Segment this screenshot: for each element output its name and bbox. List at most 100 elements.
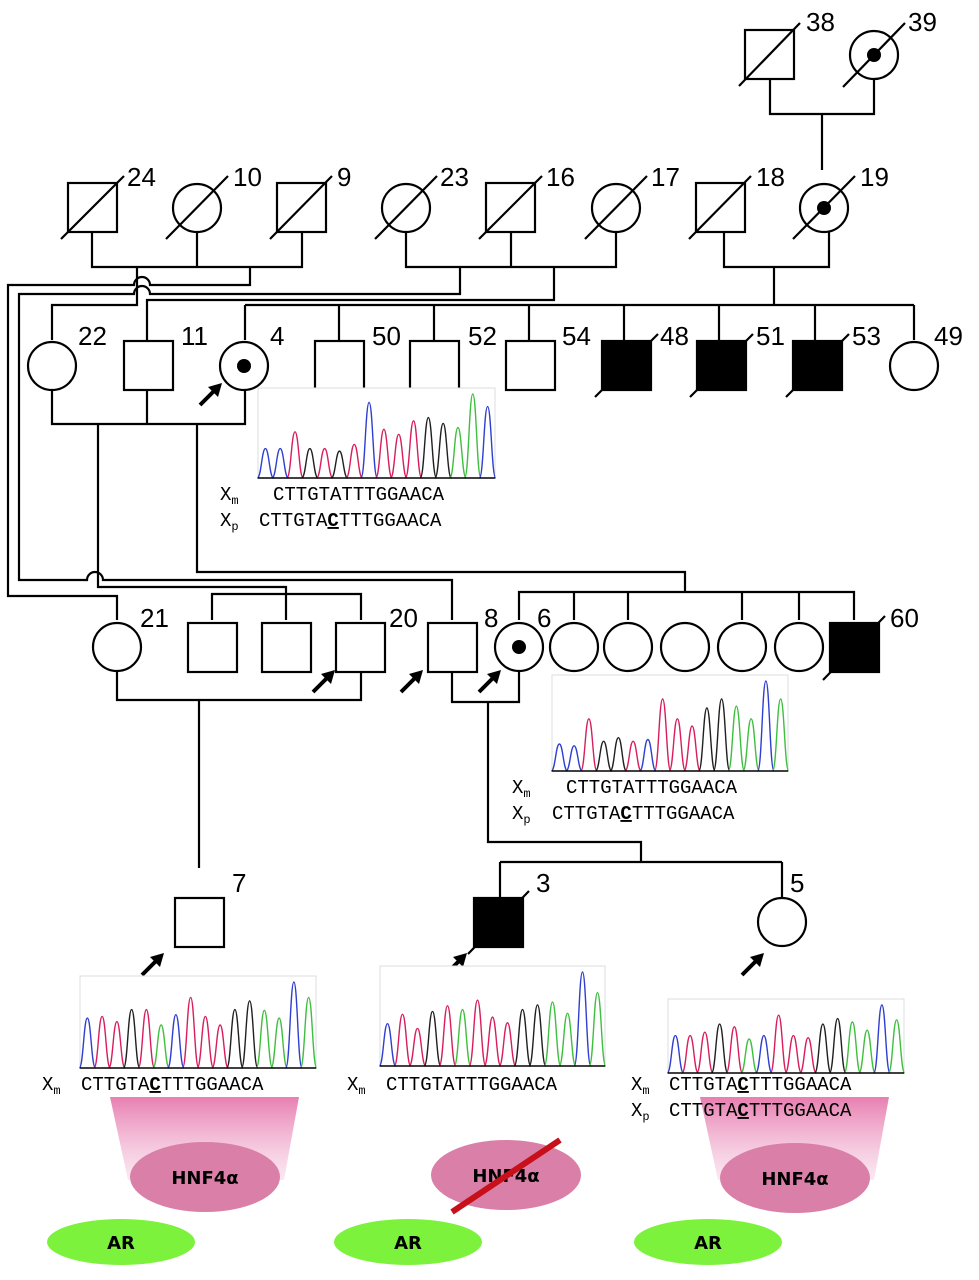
couple-line-24-10-9 — [90, 232, 304, 269]
individual-4[interactable] — [218, 340, 270, 392]
individual-sister-2[interactable] — [602, 621, 654, 673]
proband-arrow-icon — [198, 383, 222, 407]
individual-7[interactable] — [173, 896, 226, 949]
chromatogram-peak — [784, 1034, 803, 1074]
sequence-block-4: Xm CTTGTATTTGGAACA Xp CTTGTACTTTGGAACA — [220, 484, 445, 534]
individual-sib-20b[interactable] — [260, 621, 313, 674]
individual-18[interactable] — [688, 175, 752, 240]
descent-line-8 — [17, 267, 462, 620]
sequence-readouts: Xm CTTGTATTTGGAACA Xp CTTGTACTTTGGAACA X… — [42, 484, 852, 1124]
individual-8[interactable] — [426, 621, 479, 674]
ar-protein-3[interactable]: AR — [334, 1219, 482, 1265]
individual-3[interactable] — [467, 890, 530, 955]
individual-53[interactable] — [785, 333, 850, 398]
label-49: 49 — [934, 321, 963, 351]
chromatogram-peak — [558, 1012, 577, 1067]
chromatogram-peak — [286, 431, 304, 479]
individual-20[interactable] — [334, 621, 387, 674]
xm-label: Xm — [631, 1074, 650, 1098]
descent-line-21 — [6, 267, 252, 620]
variant-base: C — [737, 1100, 748, 1122]
individual-52[interactable] — [408, 339, 461, 392]
individual-17[interactable] — [584, 175, 648, 240]
individual-21[interactable] — [91, 621, 143, 673]
sibship-line-20 — [210, 592, 363, 620]
label-3: 3 — [536, 868, 550, 898]
individual-6[interactable] — [493, 621, 545, 673]
chromatogram-peak — [453, 1008, 472, 1067]
individual-24[interactable] — [60, 175, 125, 240]
chromatograms — [78, 387, 906, 1074]
chromatogram-3 — [378, 965, 607, 1067]
label-21: 21 — [140, 603, 169, 633]
chromatogram-peak — [301, 447, 319, 479]
individual-5[interactable] — [756, 896, 808, 948]
individual-sib-20a[interactable] — [186, 621, 239, 674]
individual-23[interactable] — [374, 175, 438, 240]
chromatogram-peak — [740, 1038, 758, 1074]
individual-54[interactable] — [504, 339, 557, 392]
hnf4a-protein-5[interactable]: HNF4α — [720, 1143, 870, 1213]
individual-sister-5[interactable] — [773, 621, 825, 673]
ar-label: AR — [107, 1233, 135, 1254]
chromatogram-peak — [683, 725, 701, 772]
chromatogram-peak — [757, 680, 775, 772]
individual-38[interactable] — [738, 22, 801, 87]
hnf4a-protein-7[interactable]: HNF4α — [130, 1142, 280, 1212]
individual-19[interactable] — [792, 175, 856, 240]
ar-protein-7[interactable]: AR — [47, 1219, 195, 1265]
label-6: 6 — [537, 603, 551, 633]
chromatogram-peak — [668, 718, 687, 772]
chromatogram-peak — [345, 443, 364, 479]
sequence-block-7: Xm CTTGTACTTTGGAACA — [42, 1074, 264, 1098]
individual-9[interactable] — [269, 175, 333, 240]
chromatogram-peak — [181, 996, 200, 1069]
chromatogram-peak — [755, 1034, 773, 1074]
individual-22[interactable] — [26, 340, 78, 392]
individual-10[interactable] — [165, 175, 229, 240]
sibship-line-6 — [517, 590, 856, 620]
label-18: 18 — [756, 162, 785, 192]
chromatogram-peak — [594, 740, 613, 772]
couple-line-38-39 — [768, 80, 876, 116]
label-48: 48 — [660, 321, 689, 351]
sequence-block-3: Xm CTTGTATTTGGAACA — [347, 1074, 558, 1098]
chromatogram-peak — [712, 698, 731, 772]
individual-sister-3[interactable] — [659, 621, 711, 673]
hnf4a-protein-3[interactable]: HNF4α — [431, 1137, 581, 1215]
proband-arrows — [140, 383, 764, 977]
individual-49[interactable] — [888, 340, 940, 392]
ar-label: AR — [694, 1233, 722, 1254]
chromatogram-peak — [543, 1001, 562, 1067]
individual-50[interactable] — [313, 339, 366, 392]
label-16: 16 — [546, 162, 575, 192]
couple-line-18-19 — [722, 232, 831, 269]
chromatogram-peak — [285, 981, 303, 1069]
individual-48[interactable] — [594, 333, 659, 398]
chromatogram-peak — [639, 738, 657, 772]
individual-39[interactable] — [842, 22, 906, 88]
label-54: 54 — [562, 321, 591, 351]
label-7: 7 — [232, 868, 246, 898]
xm-label: Xm — [42, 1074, 61, 1098]
chromatogram-peak — [299, 996, 318, 1069]
ar-protein-5[interactable]: AR — [634, 1219, 782, 1265]
chromatogram-peak — [666, 1034, 685, 1074]
individual-sister-1[interactable] — [548, 621, 600, 673]
variant-base: C — [620, 803, 631, 825]
chromatogram-peak — [588, 991, 607, 1067]
xp-label: Xp — [631, 1100, 650, 1124]
label-11: 11 — [181, 321, 208, 351]
chromatogram-frame — [379, 965, 606, 1067]
chromatogram-peak — [434, 422, 452, 479]
individual-sister-4[interactable] — [716, 621, 768, 673]
individual-51[interactable] — [689, 333, 754, 398]
chromatogram-frame — [551, 674, 789, 772]
individual-11[interactable] — [122, 339, 175, 392]
chromatogram-5 — [666, 998, 906, 1074]
individual-16[interactable] — [478, 175, 543, 240]
label-5: 5 — [790, 868, 804, 898]
xp-sequence: CTTGTACTTTGGAACA — [669, 1100, 852, 1122]
individual-60[interactable] — [822, 615, 886, 681]
xm-label: Xm — [512, 777, 531, 801]
